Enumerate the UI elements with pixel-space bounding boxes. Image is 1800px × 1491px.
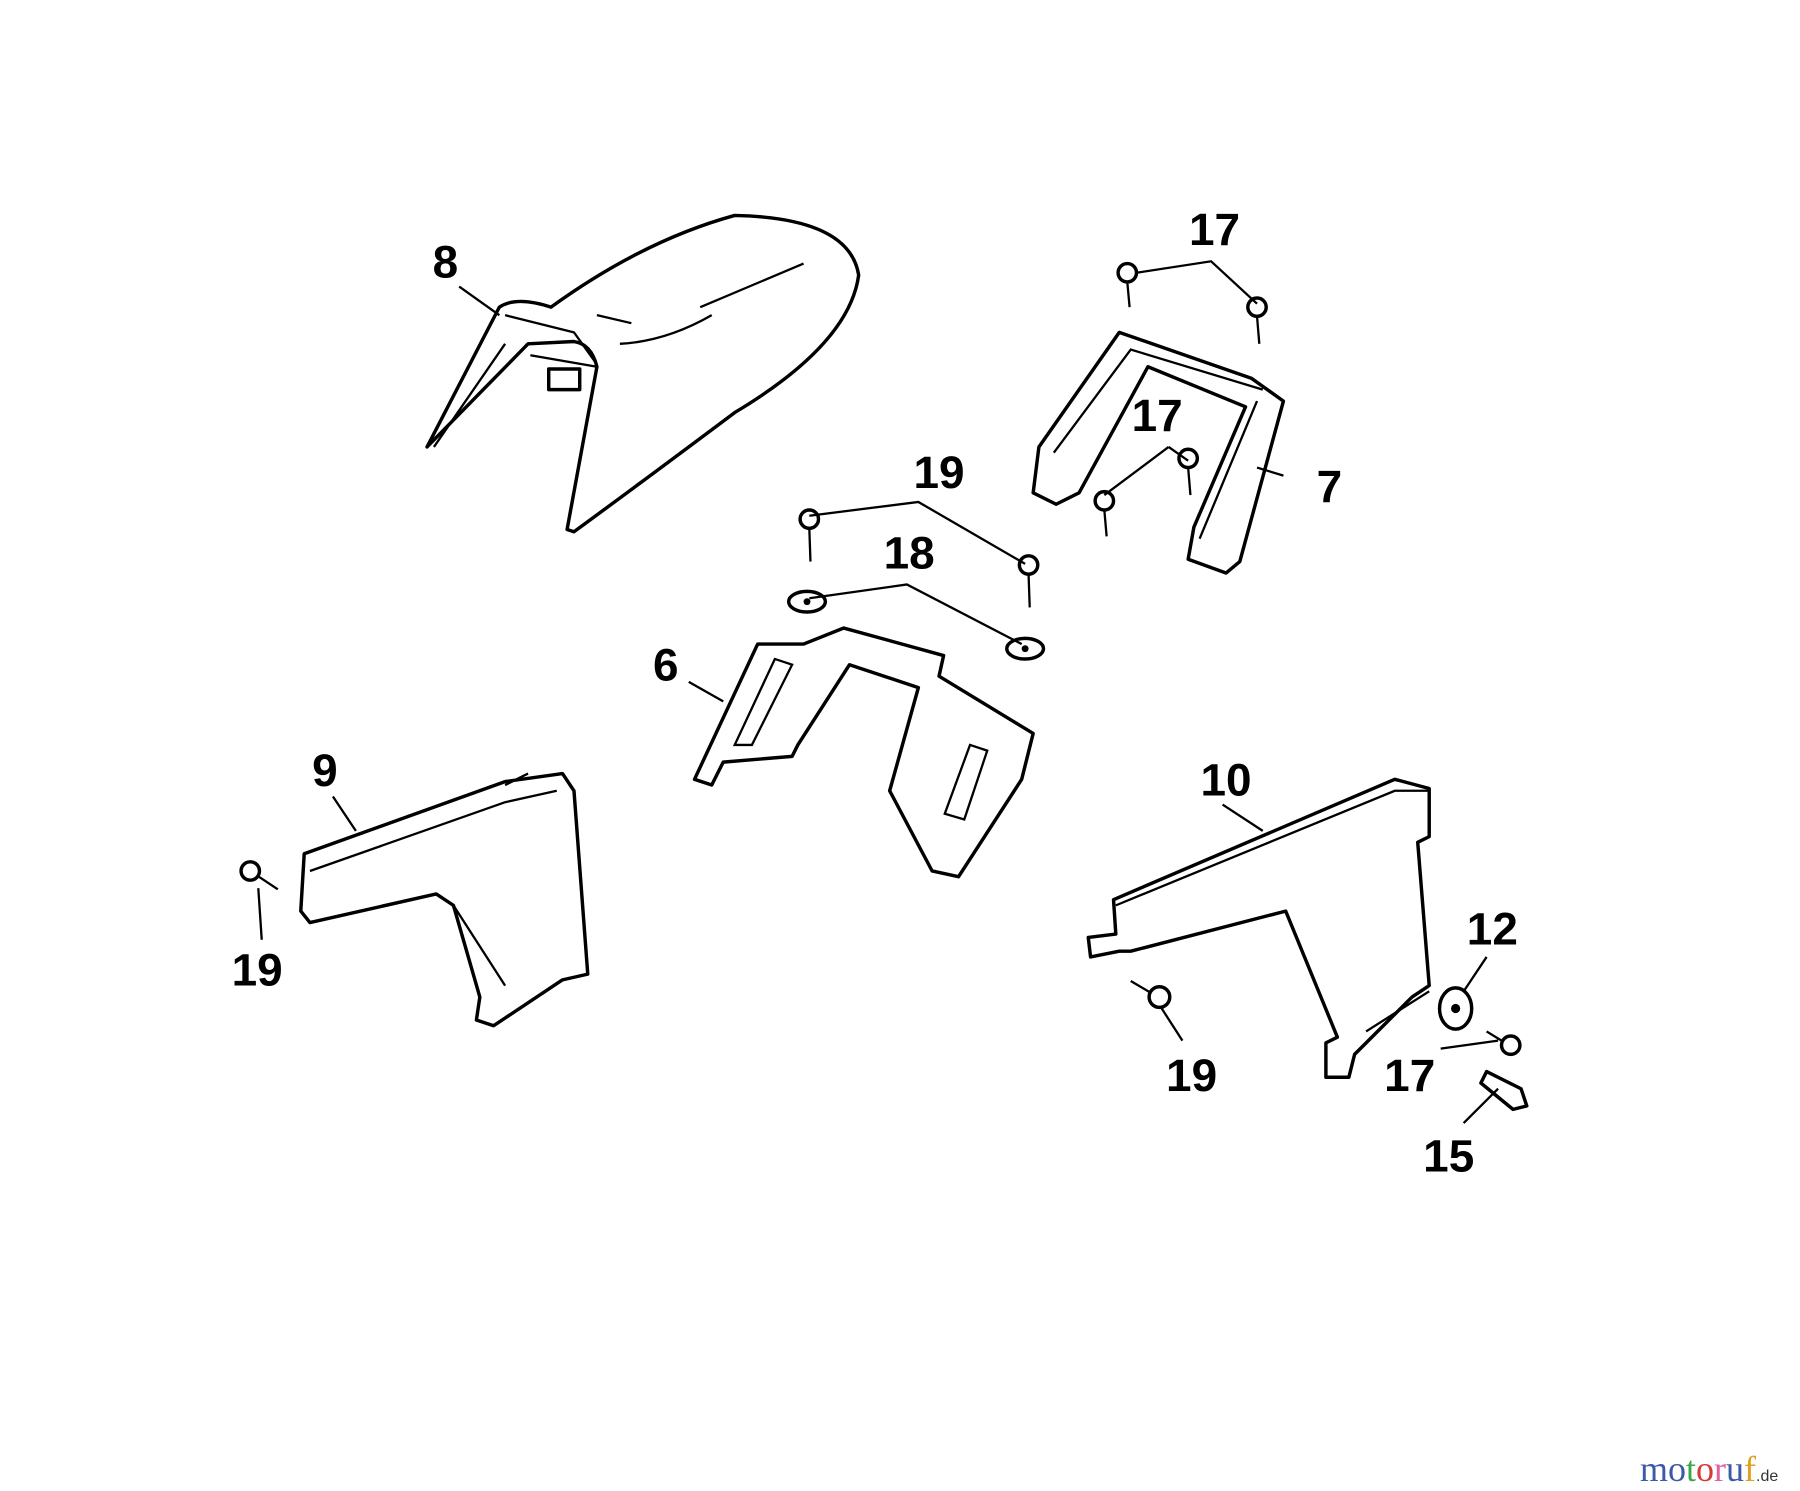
label-19-top: 19 <box>913 446 964 498</box>
label-17-right: 17 <box>1384 1049 1435 1101</box>
label-15: 15 <box>1423 1129 1474 1181</box>
fasteners <box>239 261 1529 1112</box>
label-19-left: 19 <box>232 944 283 996</box>
seat-part <box>425 213 861 534</box>
label-9: 9 <box>312 744 338 796</box>
cover-10-part <box>1086 777 1431 1079</box>
label-18: 18 <box>884 526 935 578</box>
label-19-right: 19 <box>1166 1049 1217 1101</box>
leader-lines <box>257 260 1499 1124</box>
bracket-7-part <box>1031 330 1286 575</box>
label-10: 10 <box>1200 753 1251 805</box>
cover-9-part <box>299 771 590 1028</box>
label-6: 6 <box>653 639 679 691</box>
label-7: 7 <box>1317 460 1343 512</box>
label-17-mid: 17 <box>1132 389 1183 441</box>
motoruf-watermark-logo: motoruf.de <box>1640 1449 1779 1489</box>
label-12: 12 <box>1467 902 1518 954</box>
label-8: 8 <box>433 235 459 287</box>
label-17-top: 17 <box>1189 203 1240 255</box>
cover-6-part <box>692 626 1035 879</box>
watermark-suffix: .de <box>1756 1468 1779 1485</box>
